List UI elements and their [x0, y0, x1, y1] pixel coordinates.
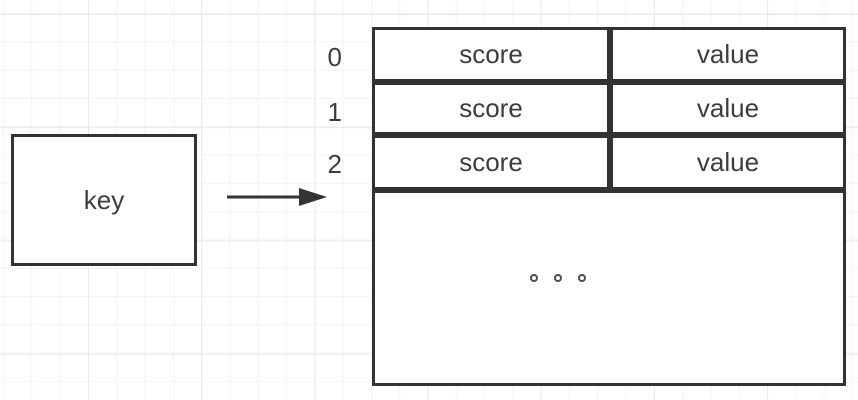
ellipsis-dot — [554, 274, 562, 282]
score-cell: score — [375, 85, 610, 132]
key-node: key — [11, 134, 197, 266]
key-node-label: key — [83, 184, 125, 215]
row-index-label-1: 1 — [327, 97, 342, 127]
table-row: score value — [372, 27, 846, 82]
table-row: score value — [372, 82, 846, 135]
score-cell: score — [375, 30, 610, 79]
ellipsis-dots — [530, 274, 586, 282]
ellipsis-dot — [578, 274, 586, 282]
table-row: score value — [372, 135, 846, 190]
row-index-label-2: 2 — [327, 149, 342, 179]
value-cell: value — [610, 85, 843, 132]
arrow-right-icon — [227, 188, 327, 206]
row-index-label-0: 0 — [327, 42, 342, 72]
ellipsis-dot — [530, 274, 538, 282]
value-cell: value — [610, 30, 843, 79]
score-cell: score — [375, 138, 610, 187]
ellipsis-box — [372, 190, 846, 386]
value-cell: value — [610, 138, 843, 187]
